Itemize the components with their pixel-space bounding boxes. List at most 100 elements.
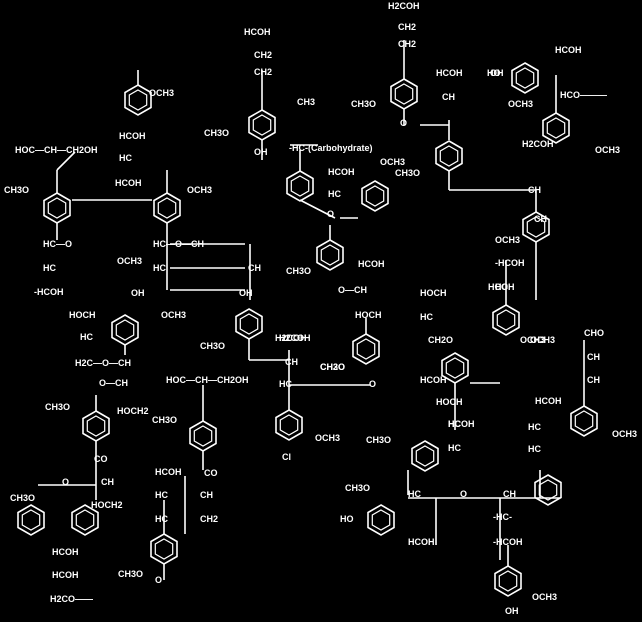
benzene-ring — [275, 409, 303, 441]
label: OCH3 — [612, 429, 637, 439]
label: CH2 — [398, 39, 416, 49]
label: HCOH — [408, 537, 435, 547]
label: O—CH — [338, 285, 367, 295]
benzene-ring — [411, 440, 439, 472]
label: CH — [528, 185, 541, 195]
label: CH3O — [200, 341, 225, 351]
label: HC — [528, 422, 541, 432]
benzene-ring — [494, 565, 522, 597]
benzene-ring-inner — [356, 338, 376, 360]
label: OCH3 — [530, 335, 555, 345]
label: H2C—O—CH — [75, 358, 131, 368]
label: CH3O — [45, 402, 70, 412]
label: CH2O — [428, 335, 453, 345]
label: HCOH — [52, 547, 79, 557]
label: CH3O — [345, 483, 370, 493]
benzene-ring-inner — [574, 410, 594, 432]
label: HC — [155, 490, 168, 500]
benzene-ring-inner — [515, 67, 535, 89]
label: HCOH — [52, 570, 79, 580]
label: HC—O — [43, 239, 72, 249]
benzene-ring-inner — [239, 313, 259, 335]
label: HCOH — [448, 419, 475, 429]
label: HCOH — [119, 131, 146, 141]
label: H2COH — [279, 333, 311, 343]
label: CH — [285, 357, 298, 367]
label: CHO — [584, 328, 604, 338]
benzene-ring-inner — [445, 357, 465, 379]
label: O — [155, 575, 162, 585]
bond-lines — [38, 40, 585, 580]
benzene-ring — [361, 180, 389, 212]
label: H2COH — [275, 333, 307, 343]
benzene-ring-inner — [394, 83, 414, 105]
bond-line — [56, 151, 76, 171]
label: HC — [328, 189, 341, 199]
label: CH3 — [297, 97, 315, 107]
benzene-ring — [492, 304, 520, 336]
label: HC — [528, 444, 541, 454]
label: HOCH2 — [117, 406, 149, 416]
label: O — [400, 118, 407, 128]
label: OCH3 — [380, 157, 405, 167]
label: HOCH — [436, 397, 463, 407]
benzene-ring-inner — [365, 185, 385, 207]
label: CH — [587, 375, 600, 385]
atom-labels: H2COH CH2 CH2 HCOH HCOH HCOH CH2 CH2 OCH… — [4, 1, 637, 616]
benzene-ring — [316, 239, 344, 271]
benzene-ring — [124, 84, 152, 116]
label: CH3O — [204, 128, 229, 138]
label: CH3O — [395, 168, 420, 178]
benzene-ring-inner — [21, 509, 41, 531]
label: CH3O — [320, 362, 345, 372]
label: CH3O — [152, 415, 177, 425]
label: HC — [43, 263, 56, 273]
label: OCH3 — [508, 99, 533, 109]
benzene-ring-inner — [538, 479, 558, 501]
benzene-ring-inner — [498, 570, 518, 592]
label: -HCOH — [495, 258, 525, 268]
label: CH — [101, 477, 114, 487]
bond-line — [299, 199, 336, 219]
label: -HCOH — [493, 537, 523, 547]
label: CH3O — [118, 569, 143, 579]
benzene-ring-inner — [290, 175, 310, 197]
label: OCH3 — [187, 185, 212, 195]
label: HOCH — [69, 310, 96, 320]
benzene-ring-inner — [320, 244, 340, 266]
label: CH — [503, 489, 516, 499]
label: CH2 — [254, 50, 272, 60]
label: HCOH — [488, 282, 515, 292]
label: OCH3 — [149, 88, 174, 98]
label: HC—O—CH — [153, 239, 204, 249]
label: O — [327, 209, 334, 219]
label: HC — [153, 263, 166, 273]
benzene-ring — [511, 62, 539, 94]
benzene-ring-inner — [439, 145, 459, 167]
label: HCOH — [115, 178, 142, 188]
benzene-ring-inner — [193, 425, 213, 447]
label: CO — [94, 454, 108, 464]
label: HO — [487, 68, 501, 78]
benzene-ring-inner — [47, 197, 67, 219]
label: H2CO—— — [50, 594, 93, 604]
benzene-ring-inner — [252, 114, 272, 136]
benzene-ring — [534, 474, 562, 506]
label: CH2O — [320, 362, 345, 372]
label: H2COH — [388, 1, 420, 11]
label: OCH3 — [161, 310, 186, 320]
label: OCH3 — [532, 592, 557, 602]
benzene-ring-inner — [526, 216, 546, 238]
label: HOC—CH—CH2OH — [15, 145, 98, 155]
label: HC — [80, 332, 93, 342]
label: HCOH — [155, 467, 182, 477]
benzene-ring-inner — [128, 89, 148, 111]
benzene-ring-inner — [415, 445, 435, 467]
label: O — [460, 489, 467, 499]
label: HCOH — [328, 167, 355, 177]
benzene-ring-inner — [371, 509, 391, 531]
label: -HC-(Carbohydrate) — [289, 143, 373, 153]
label: HCOH — [535, 396, 562, 406]
label: CH — [200, 490, 213, 500]
benzene-ring-inner — [75, 509, 95, 531]
